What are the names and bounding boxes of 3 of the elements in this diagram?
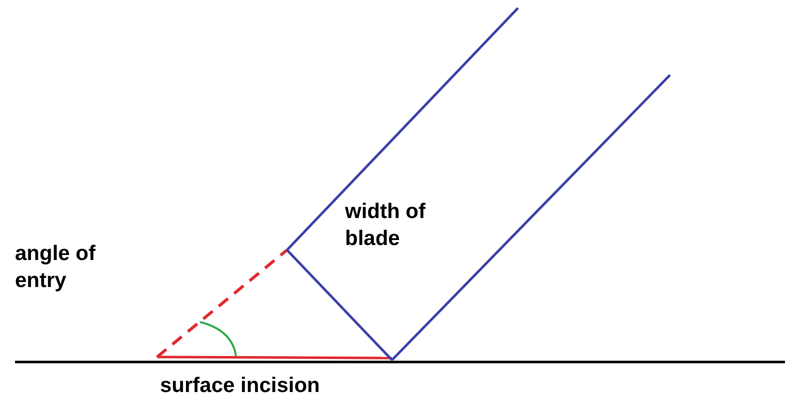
part-label: width of blade bbox=[345, 199, 426, 252]
part-label: surface incision bbox=[160, 373, 321, 399]
part-label: angle of entry bbox=[15, 241, 97, 294]
